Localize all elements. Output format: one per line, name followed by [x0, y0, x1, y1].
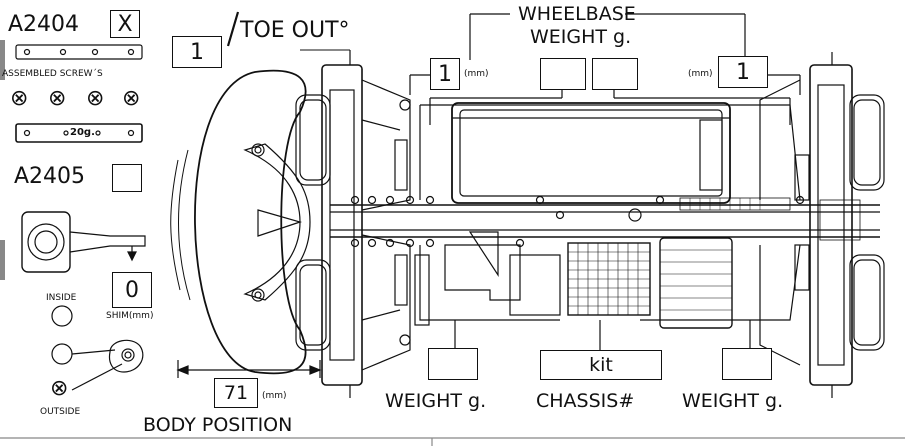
wheelbase-front-unit: (mm) [464, 69, 489, 79]
a2405-checkbox[interactable] [112, 164, 142, 192]
chassis-number-field[interactable]: kit [540, 350, 662, 380]
screw-mark-4[interactable]: ⊗ [122, 86, 141, 111]
wheelbase-rear-unit: (mm) [688, 69, 713, 79]
a2404-checkbox[interactable]: X [110, 10, 140, 38]
wheelbase-front-field[interactable]: 1 [430, 58, 460, 90]
toe-out-label: TOE OUT° [240, 18, 350, 43]
top-weight-label: WEIGHT g. [530, 26, 632, 48]
front-weight-field[interactable] [428, 348, 478, 380]
outside-label: OUTSIDE [40, 407, 81, 417]
wheelbase-label: WHEELBASE [518, 3, 636, 25]
top-weight-left-field[interactable] [540, 58, 586, 90]
rear-weight-label: WEIGHT g. [682, 390, 784, 412]
front-weight-label: WEIGHT g. [385, 390, 487, 412]
body-position-unit: (mm) [262, 391, 287, 401]
wheelbase-rear-field[interactable]: 1 [718, 56, 768, 88]
toe-out-value-field[interactable]: 1 [172, 36, 222, 68]
assembled-screws-label: ASSEMBLED SCREW´S [2, 69, 103, 79]
a2405-label: A2405 [14, 164, 86, 189]
outside-mark[interactable]: ⊗ [50, 376, 69, 401]
shim-label: SHIM(mm) [106, 311, 154, 321]
a2404-label: A2404 [8, 12, 80, 37]
inside-label: INSIDE [46, 293, 77, 303]
weight-plate-label: 20g. [70, 127, 95, 138]
screw-mark-2[interactable]: ⊗ [48, 86, 67, 111]
body-position-field[interactable]: 71 [214, 378, 258, 408]
screw-mark-3[interactable]: ⊗ [86, 86, 105, 111]
body-position-label: BODY POSITION [143, 414, 293, 436]
chassis-label: CHASSIS# [536, 390, 635, 412]
top-weight-right-field[interactable] [592, 58, 638, 90]
rear-weight-field[interactable] [722, 348, 772, 380]
screw-mark-1[interactable]: ⊗ [10, 86, 29, 111]
shim-value-field[interactable]: 0 [112, 272, 152, 308]
